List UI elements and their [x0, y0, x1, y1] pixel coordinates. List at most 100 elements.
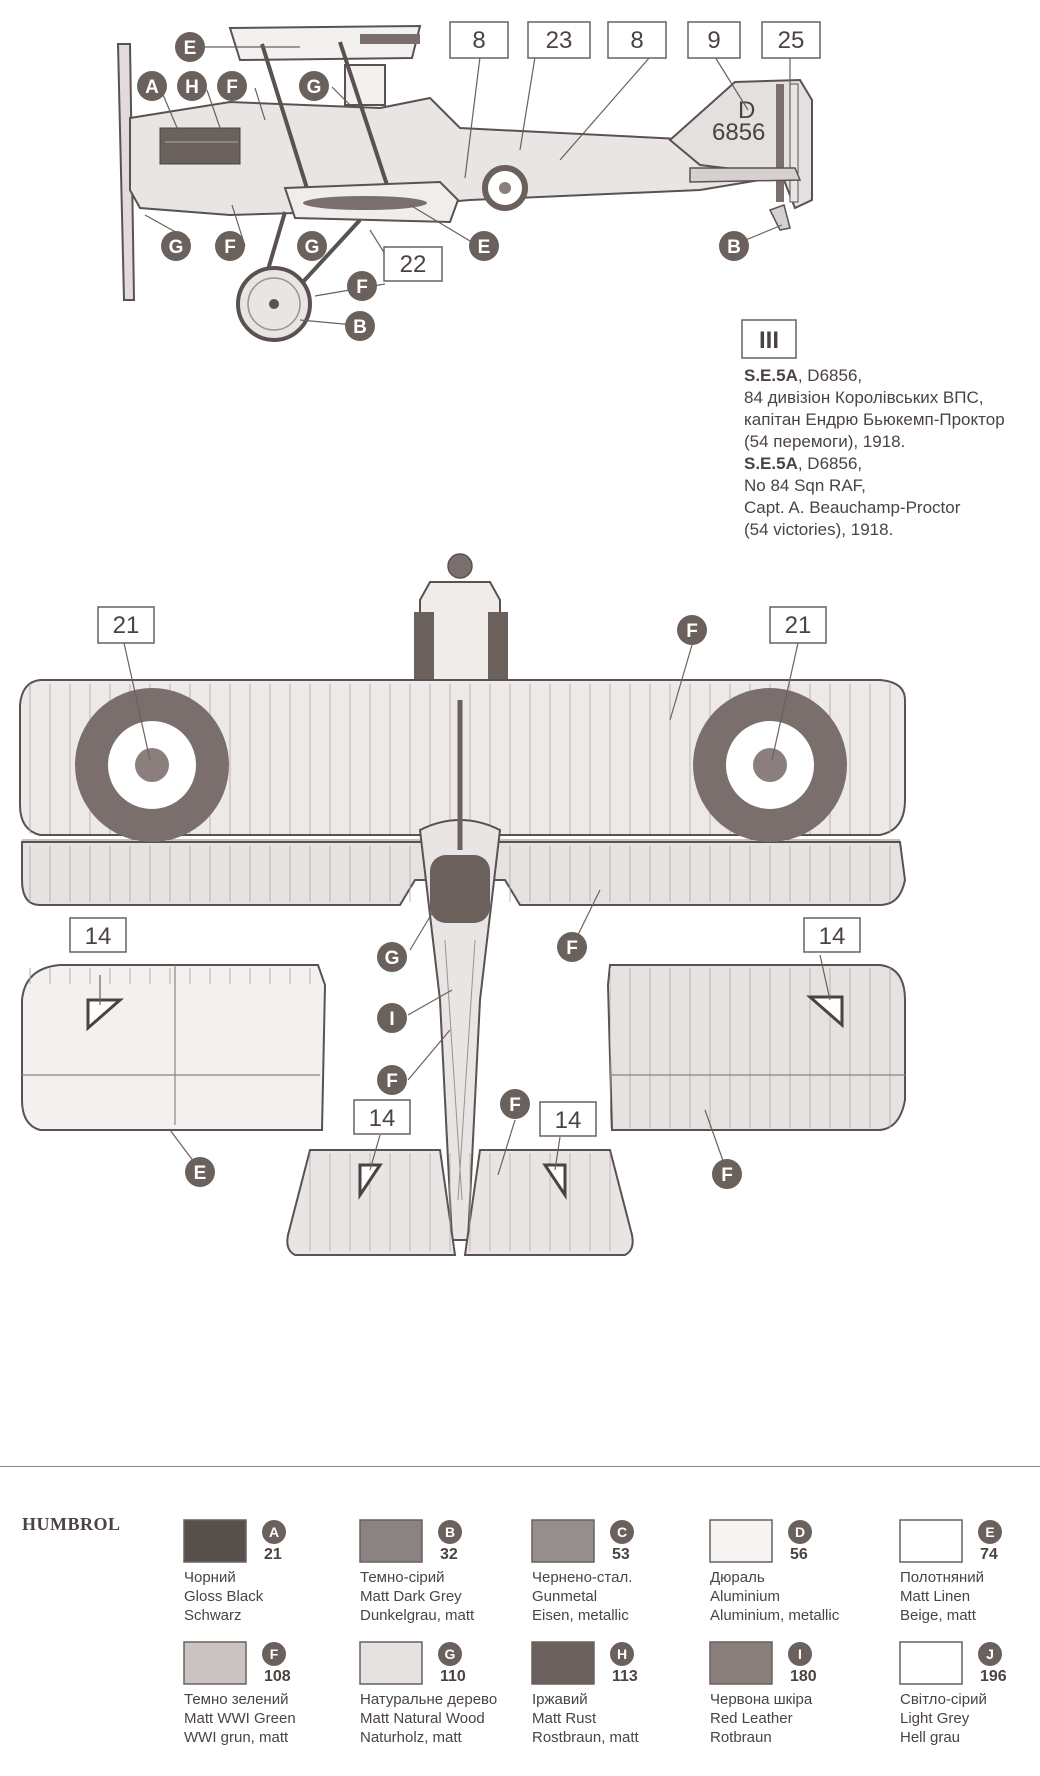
caption-en-line3: Capt. A. Beauchamp-Proctor	[744, 498, 961, 517]
swatch-letter-badge	[438, 1520, 462, 1544]
swatch-name-en: Matt Rust	[532, 1710, 597, 1727]
svg-text:14: 14	[369, 1105, 396, 1132]
swatch-letter: J	[986, 1646, 994, 1662]
svg-text:9: 9	[707, 27, 720, 54]
svg-text:F: F	[509, 1095, 521, 1116]
swatch-name-uk: Дюраль	[710, 1569, 765, 1586]
swatch-letter-badge	[788, 1520, 812, 1544]
decal-box: 23	[527, 21, 591, 59]
swatch-name-en: Gloss Black	[184, 1588, 264, 1605]
caption-en-title-rest: , D6856,	[797, 454, 863, 473]
decal-box: 22	[383, 246, 443, 282]
swatch-name-en: Light Grey	[900, 1710, 970, 1727]
swatch-d: D	[709, 1519, 812, 1563]
swatch-e: E	[899, 1519, 1002, 1563]
paint-callout: E	[469, 231, 499, 261]
swatch-j: J	[899, 1641, 1002, 1685]
svg-text:8: 8	[472, 27, 485, 54]
swatch-color	[359, 1641, 423, 1685]
swatch-name-de: Aluminium, metallic	[710, 1607, 840, 1624]
svg-text:8: 8	[630, 27, 643, 54]
swatch-name-uk: Чорний	[184, 1569, 236, 1586]
swatch-color	[709, 1519, 773, 1563]
section-divider	[0, 1466, 1040, 1467]
decal-box: 21	[97, 606, 155, 644]
swatch-name-uk: Полотняний	[900, 1569, 985, 1586]
swatch-code: 21	[264, 1546, 282, 1563]
swatch-name-de: WWI grun, matt	[184, 1729, 289, 1746]
swatch-name-en: Matt Dark Grey	[360, 1588, 462, 1605]
swatch-letter: H	[617, 1646, 627, 1662]
swatch-letter: A	[269, 1524, 279, 1540]
svg-text:23: 23	[546, 27, 573, 54]
swatch-color	[709, 1641, 773, 1685]
swatch-letter-badge	[262, 1642, 286, 1666]
svg-text:25: 25	[778, 27, 805, 54]
swatch-b: B	[359, 1519, 462, 1563]
svg-text:E: E	[478, 237, 491, 258]
fin-serial-top: D	[738, 97, 755, 124]
swatch-name-uk: Іржавий	[532, 1691, 588, 1708]
swatch-name-uk: Темно зелений	[184, 1691, 289, 1708]
swatch-name-en: Matt Linen	[900, 1588, 971, 1605]
swatch-code: 74	[980, 1546, 998, 1563]
swatch-letter: G	[445, 1646, 456, 1662]
svg-text:III: III	[759, 327, 779, 354]
svg-text:E: E	[194, 1163, 207, 1184]
swatch-code: 110	[440, 1668, 466, 1685]
paint-callout: G	[377, 942, 407, 972]
swatch-h: H	[531, 1641, 634, 1685]
decal-box: 8	[607, 21, 667, 59]
svg-text:F: F	[226, 77, 238, 98]
decal-box: 21	[769, 606, 827, 644]
svg-text:G: G	[385, 948, 400, 969]
svg-text:F: F	[356, 277, 368, 298]
decal-box: 14	[69, 917, 127, 953]
svg-text:F: F	[386, 1071, 398, 1092]
svg-text:22: 22	[400, 251, 427, 278]
paint-callout: B	[719, 231, 749, 261]
svg-text:F: F	[566, 938, 578, 959]
swatch-letter-badge	[978, 1642, 1002, 1666]
caption-uk-title-bold: S.E.5A	[744, 366, 798, 385]
caption-uk-line2: 84 дивізіон Королівських ВПС,	[744, 388, 984, 407]
decal-box: 14	[803, 917, 861, 953]
svg-text:14: 14	[555, 1107, 582, 1134]
swatch-letter: C	[617, 1524, 627, 1540]
svg-text:G: G	[169, 237, 184, 258]
swatch-name-uk: Натуральне дерево	[360, 1691, 498, 1708]
decal-box: 14	[353, 1099, 411, 1135]
paint-callout: I	[377, 1003, 407, 1033]
svg-text:G: G	[305, 237, 320, 258]
swatch-letter-badge	[978, 1520, 1002, 1544]
decal-box: 8	[449, 21, 509, 59]
swatch-letter: B	[445, 1524, 455, 1540]
swatch-name-de: Schwarz	[184, 1607, 242, 1624]
swatch-g: G	[359, 1641, 462, 1685]
swatch-letter: F	[270, 1646, 279, 1662]
swatch-code: 113	[612, 1668, 638, 1685]
caption-uk-title-rest: , D6856,	[797, 366, 863, 385]
swatch-color	[899, 1641, 963, 1685]
swatch-letter: D	[795, 1524, 805, 1540]
swatch-name-de: Rotbraun	[710, 1729, 772, 1746]
swatch-name-uk: Чернено-стал.	[532, 1569, 633, 1586]
caption-en-line4: (54 victories), 1918.	[744, 520, 894, 539]
swatch-name-de: Naturholz, matt	[360, 1729, 462, 1746]
swatch-c: C	[531, 1519, 634, 1563]
swatch-color	[531, 1519, 595, 1563]
swatch-f: F	[183, 1641, 286, 1685]
svg-text:F: F	[224, 237, 236, 258]
side-view-aircraft: D 6856	[116, 24, 813, 342]
paint-callout: F	[712, 1159, 742, 1189]
paint-callout: A	[137, 71, 167, 101]
swatch-name-de: Beige, matt	[900, 1607, 976, 1624]
paint-callout: F	[377, 1065, 407, 1095]
